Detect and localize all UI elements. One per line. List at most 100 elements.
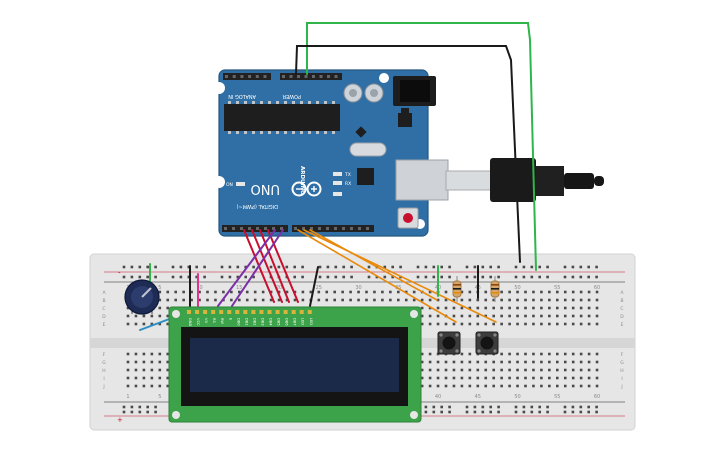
breadboard-hole [548, 322, 551, 326]
rail-hole [244, 265, 247, 269]
rail-hole [146, 265, 149, 269]
rail-hole [138, 410, 142, 414]
breadboard-hole [158, 384, 162, 388]
row-letter: E [621, 322, 624, 328]
breadboard-hole [556, 376, 559, 380]
breadboard-hole [587, 352, 591, 356]
breadboard-hole [556, 368, 559, 372]
push-button-2[interactable] [475, 331, 499, 355]
lcd-pin [219, 310, 224, 314]
breadboard-hole [508, 290, 511, 294]
breadboard-hole [563, 322, 567, 326]
rail-hole [489, 410, 492, 414]
breadboard-hole [198, 290, 201, 294]
rail-hole [342, 265, 345, 269]
breadboard-hole [452, 298, 456, 302]
row-letter: A [102, 290, 106, 296]
rail-hole [195, 275, 198, 279]
breadboard-hole [516, 376, 519, 380]
rail-hole [342, 275, 345, 279]
breadboard-hole [508, 352, 511, 356]
breadboard-hole [436, 368, 440, 372]
breadboard-hole [428, 298, 432, 302]
row-letter: G [620, 360, 624, 366]
rail-hole [432, 410, 436, 414]
rail-hole [367, 275, 371, 279]
breadboard-hole [452, 376, 456, 380]
rail-hole [236, 265, 240, 269]
header-pin [358, 227, 361, 230]
push-button-cap[interactable] [442, 336, 456, 350]
crystal-oscillator [349, 142, 387, 157]
reset-button-cap[interactable] [403, 213, 413, 223]
lcd-pin [299, 310, 304, 314]
push-button-1[interactable] [437, 331, 461, 355]
rail-hole [122, 265, 126, 269]
breadboard-hole [563, 368, 567, 372]
breadboard-hole [285, 298, 289, 302]
breadboard-hole [134, 384, 138, 388]
breadboard-hole [142, 368, 146, 372]
push-button-cap[interactable] [480, 336, 494, 350]
rail-hole [579, 405, 583, 409]
rail-hole [154, 410, 157, 414]
rail-hole [563, 410, 567, 414]
breadboard-hole [524, 384, 527, 388]
rail-hole [465, 265, 469, 269]
rail-hole [579, 275, 583, 279]
breadboard-hole [571, 384, 575, 388]
rail-hole [130, 405, 134, 409]
rail-hole [424, 275, 428, 279]
breadboard-hole [420, 360, 424, 364]
rail-hole [587, 410, 590, 414]
header-pins [224, 75, 369, 230]
breadboard-hole [444, 360, 448, 364]
breadboard-hole [556, 290, 559, 294]
breadboard-hole [548, 298, 551, 302]
breadboard-hole [277, 290, 281, 294]
breadboard-hole [142, 352, 146, 356]
breadboard-hole [500, 376, 503, 380]
breadboard-hole [389, 290, 392, 294]
breadboard-hole [595, 314, 599, 318]
breadboard-hole [436, 298, 440, 302]
breadboard-hole [492, 298, 495, 302]
rail-hole [146, 275, 149, 279]
breadboard-hole [476, 360, 480, 364]
breadboard-hole [500, 314, 503, 318]
breadboard-hole [468, 368, 472, 372]
breadboard-hole [428, 322, 432, 326]
rail-hole [440, 275, 443, 279]
breadboard-hole [452, 322, 456, 326]
atmega-chip [224, 104, 340, 131]
breadboard-hole [452, 384, 456, 388]
mount-hole-icon [379, 73, 389, 83]
breadboard-hole [468, 360, 472, 364]
breadboard-hole [556, 314, 559, 318]
breadboard-hole [508, 298, 511, 302]
breadboard-hole [587, 368, 591, 372]
header-pin [264, 227, 267, 230]
lcd-pin-label: LED [301, 318, 305, 325]
lcd-pin [227, 310, 232, 314]
breadboard-hole [571, 298, 575, 302]
potentiometer[interactable] [124, 279, 160, 315]
breadboard-hole [548, 368, 551, 372]
chip-legs [228, 101, 335, 134]
header-pin [302, 227, 305, 230]
breadboard-hole [126, 376, 130, 380]
rail-hole [187, 265, 191, 269]
row-letter: C [102, 306, 105, 312]
header-pin [248, 227, 251, 230]
column-number-bottom: 1 [126, 394, 129, 400]
breadboard-hole [540, 376, 543, 380]
breadboard-hole [150, 352, 154, 356]
lcd-pin [211, 310, 216, 314]
breadboard-hole [460, 376, 464, 380]
header-pin [256, 227, 259, 230]
breadboard-hole [190, 290, 193, 294]
breadboard-hole [595, 368, 599, 372]
breadboard-hole [166, 314, 170, 318]
